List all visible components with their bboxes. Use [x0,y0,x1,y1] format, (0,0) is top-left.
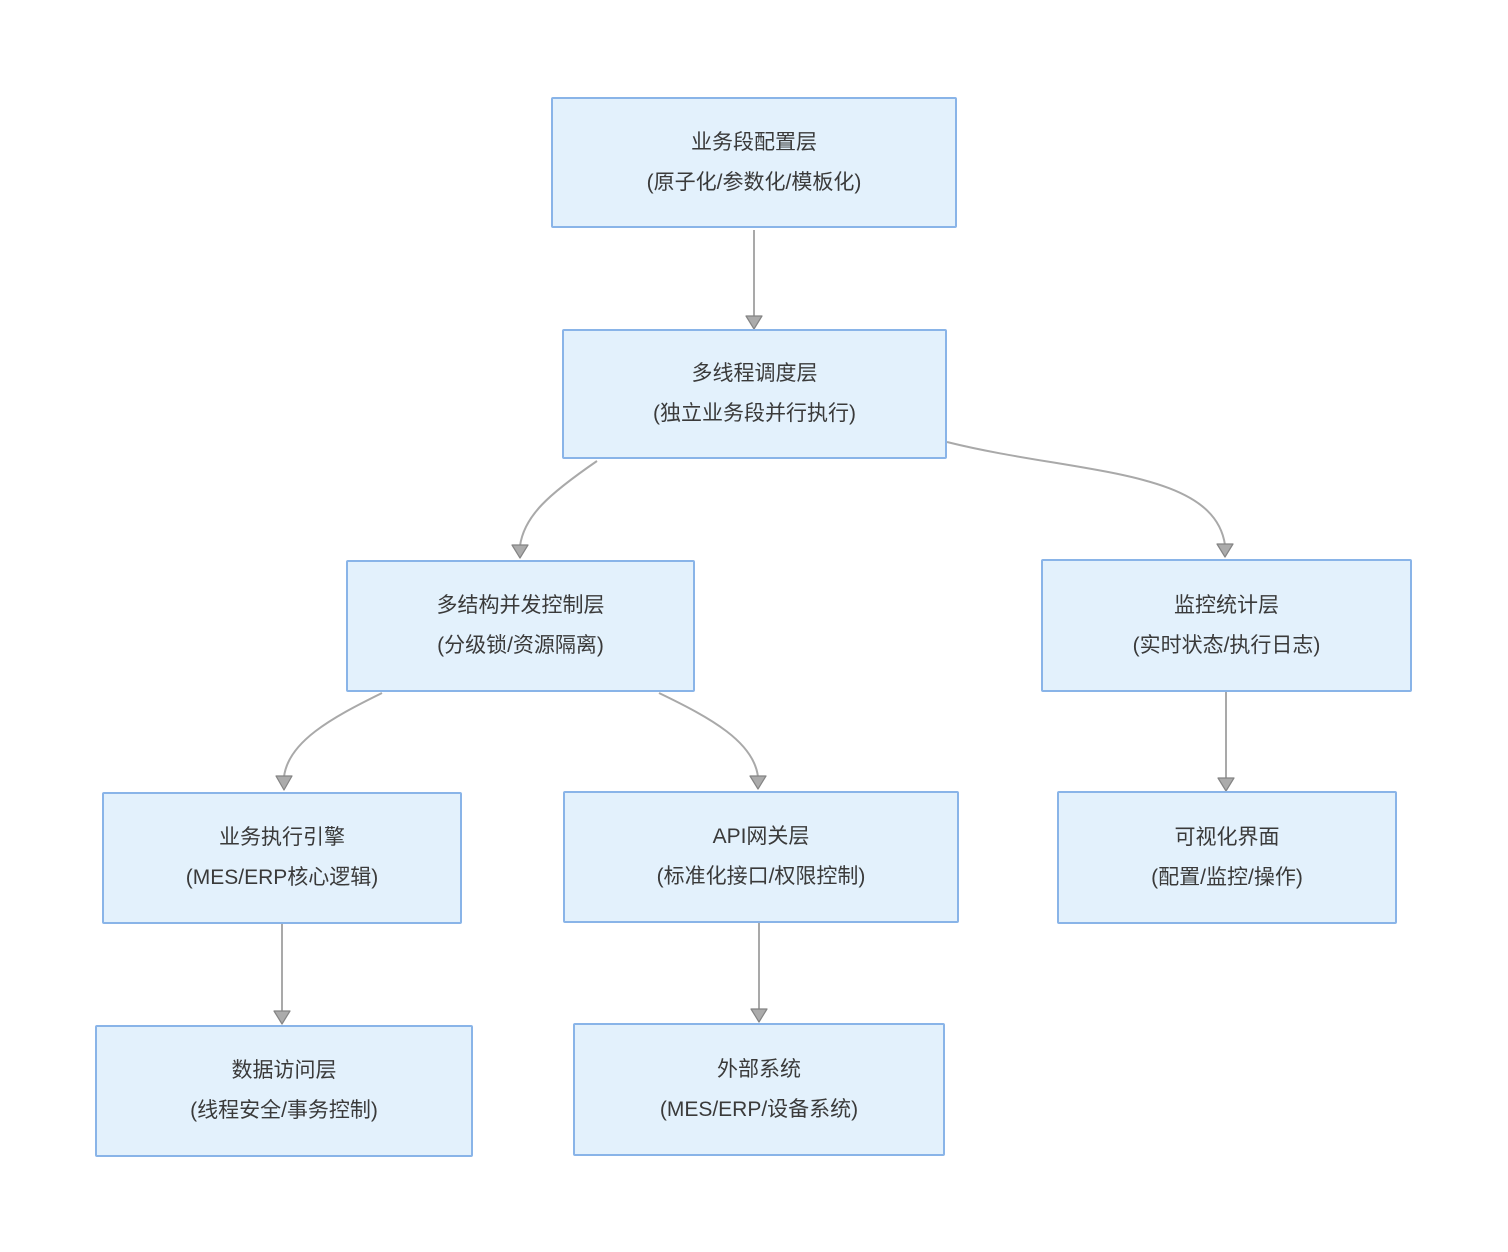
node-data-access-layer: 数据访问层 (线程安全/事务控制) [95,1025,473,1157]
node-subtitle: (MES/ERP/设备系统) [659,1097,859,1121]
node-external-systems: 外部系统 (MES/ERP/设备系统) [573,1023,945,1156]
node-title: API网关层 [712,825,810,848]
arrowhead-down-icon [749,775,767,790]
node-subtitle: (实时状态/执行日志) [1132,633,1321,657]
node-subtitle: (配置/监控/操作) [1151,865,1303,889]
edge-monitor-to-ui [1217,692,1235,792]
node-subtitle: (原子化/参数化/模板化) [646,170,862,194]
node-title: 业务段配置层 [691,130,817,154]
edge-config-to-scheduler [745,230,763,330]
node-title: 监控统计层 [1174,593,1279,617]
arrowhead-down-icon [745,315,763,330]
node-subtitle: (标准化接口/权限控制) [656,865,866,888]
arrowhead-down-icon [275,775,293,791]
arrowhead-down-icon [750,1008,768,1023]
node-title: 业务执行引擎 [219,826,345,849]
node-monitoring-statistics-layer: 监控统计层 (实时状态/执行日志) [1041,559,1412,692]
node-multithread-scheduler-layer: 多线程调度层 (独立业务段并行执行) [562,329,947,459]
edge-scheduler-to-monitor [946,441,1234,558]
node-subtitle: (独立业务段并行执行) [653,402,856,425]
node-subtitle: (分级锁/资源隔离) [437,634,604,657]
node-api-gateway-layer: API网关层 (标准化接口/权限控制) [563,791,959,923]
edge-engine-to-dal [273,924,291,1025]
node-title: 数据访问层 [231,1059,337,1082]
node-business-execution-engine: 业务执行引擎 (MES/ERP核心逻辑) [102,792,462,924]
arrowhead-down-icon [273,1010,291,1025]
node-business-segment-config-layer: 业务段配置层 (原子化/参数化/模板化) [551,97,957,228]
node-multistructure-concurrency-control-layer: 多结构并发控制层 (分级锁/资源隔离) [346,560,695,692]
node-title: 多线程调度层 [691,362,818,385]
node-visualization-interface: 可视化界面 (配置/监控/操作) [1057,791,1397,924]
node-title: 可视化界面 [1174,825,1280,849]
arrowhead-down-icon [511,544,529,559]
node-title: 多结构并发控制层 [436,594,605,617]
node-subtitle: (MES/ERP核心逻辑) [185,866,379,889]
edge-concurrency-to-gateway [658,692,767,790]
edge-gateway-to-external [750,923,768,1023]
node-title: 外部系统 [717,1057,801,1081]
arrowhead-down-icon [1216,543,1234,558]
node-subtitle: (线程安全/事务控制) [190,1099,378,1122]
edge-concurrency-to-engine [275,692,383,791]
arrowhead-down-icon [1217,777,1235,792]
edge-scheduler-to-concurrency [511,460,598,559]
